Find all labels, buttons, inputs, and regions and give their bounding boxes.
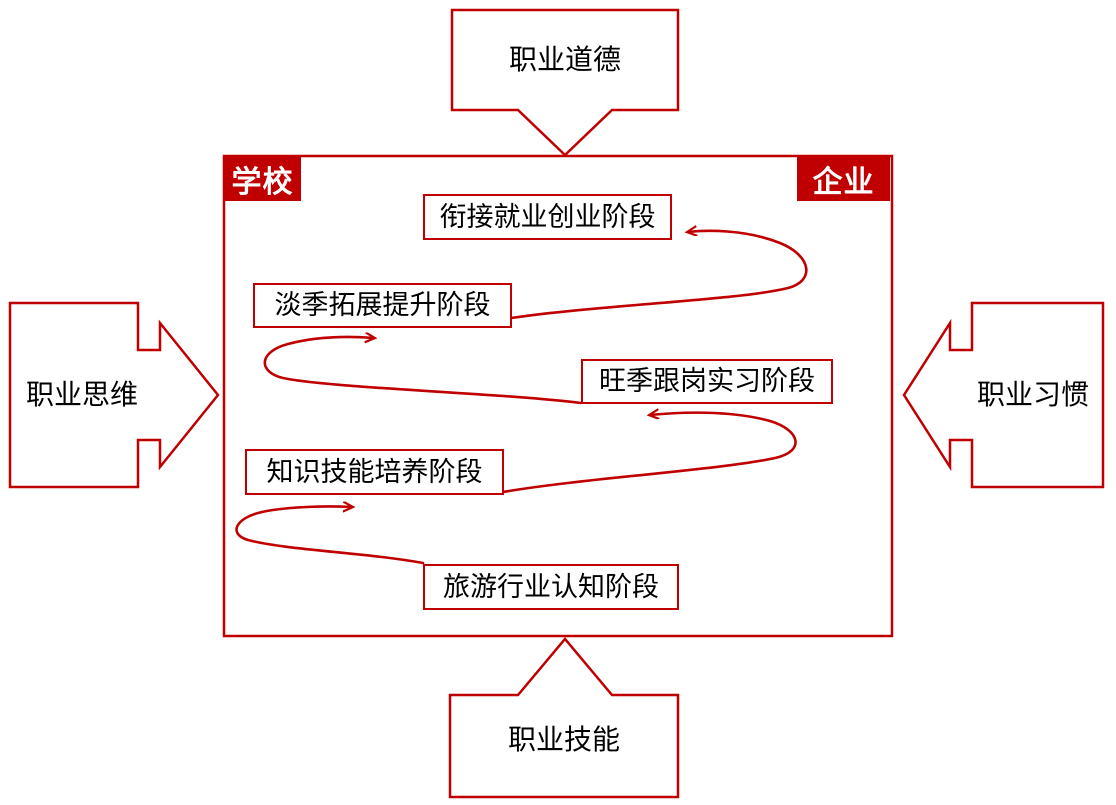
outer-arrow-label-bottom: 职业技能 bbox=[507, 723, 620, 756]
connector-stage4-to-stage5 bbox=[509, 231, 808, 320]
stage-box-4[interactable]: 淡季拓展提升阶段 bbox=[253, 283, 512, 328]
stage-box-2[interactable]: 知识技能培养阶段 bbox=[245, 449, 504, 495]
connector-stage3-to-stage4 bbox=[263, 337, 583, 405]
outer-arrow-label-right: 职业习惯 bbox=[976, 378, 1089, 411]
block-arrow-right bbox=[902, 301, 1105, 489]
block-arrow-left bbox=[8, 301, 220, 489]
outer-arrow-label-left: 职业思维 bbox=[25, 378, 138, 411]
corner-label-school: 学校 bbox=[224, 157, 301, 201]
stage-box-3[interactable]: 旺季跟岗实习阶段 bbox=[581, 359, 833, 404]
main-frame bbox=[222, 154, 894, 638]
corner-label-enterprise: 企业 bbox=[797, 157, 890, 201]
outer-arrow-label-top: 职业道德 bbox=[508, 43, 621, 76]
connector-stage1-to-stage2 bbox=[235, 507, 425, 565]
block-arrow-bottom bbox=[448, 637, 680, 799]
stage-box-5[interactable]: 衔接就业创业阶段 bbox=[423, 194, 672, 240]
block-arrow-top bbox=[450, 8, 680, 157]
stage-box-1[interactable]: 旅游行业认知阶段 bbox=[423, 564, 679, 610]
connector-stage2-to-stage3 bbox=[501, 413, 797, 494]
